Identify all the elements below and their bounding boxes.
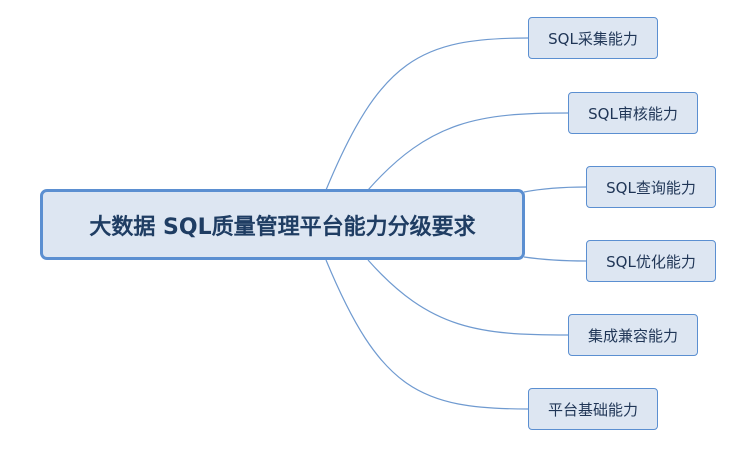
connector-platform-base [325,259,529,410]
branch-label: SQL采集能力 [548,29,638,48]
connector-sql-optimize [523,256,587,262]
branch-sql-review[interactable]: SQL审核能力 [568,92,698,134]
branch-label: SQL优化能力 [606,252,696,271]
branch-sql-query[interactable]: SQL查询能力 [586,166,716,208]
root-topic[interactable]: 大数据 SQL质量管理平台能力分级要求 [40,189,525,260]
branch-label: SQL查询能力 [606,178,696,197]
root-topic-label: 大数据 SQL质量管理平台能力分级要求 [89,214,476,240]
connector-sql-collect [325,37,529,191]
branch-label: 平台基础能力 [547,400,638,419]
branch-platform-base[interactable]: 平台基础能力 [528,388,658,430]
connector-sql-query [523,186,587,193]
branch-sql-collect[interactable]: SQL采集能力 [528,17,658,59]
branch-integration[interactable]: 集成兼容能力 [568,314,698,356]
branch-label: 集成兼容能力 [587,326,678,345]
branch-label: SQL审核能力 [588,104,678,123]
connector-integration [367,259,569,336]
connector-sql-review [367,112,569,191]
branch-sql-optimize[interactable]: SQL优化能力 [586,240,716,282]
